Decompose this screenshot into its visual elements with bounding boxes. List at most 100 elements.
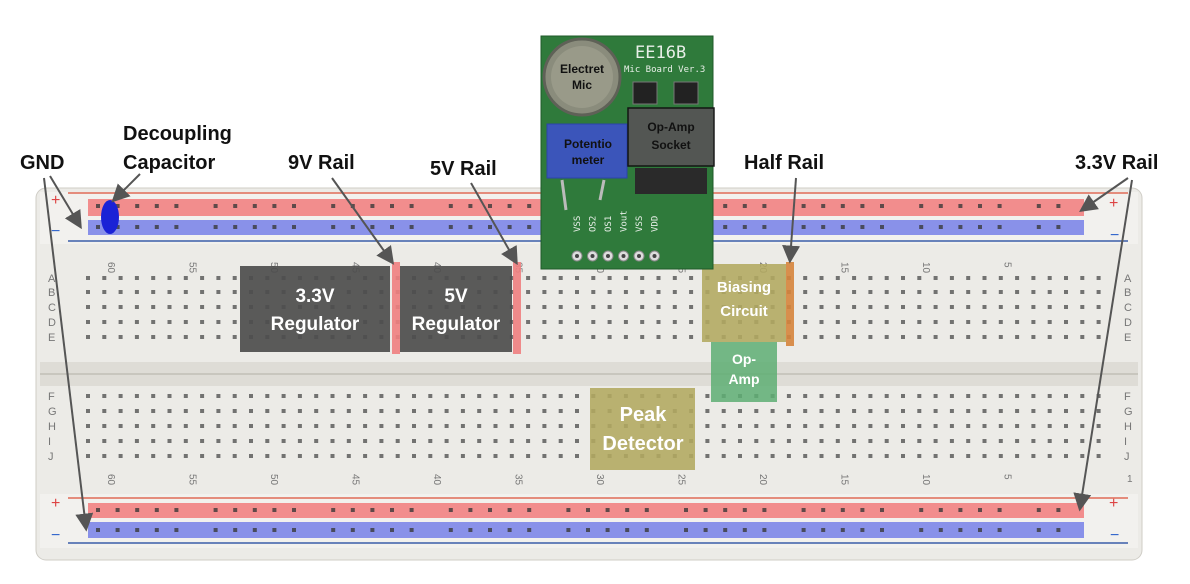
- hole: [934, 454, 938, 458]
- hole: [722, 439, 726, 443]
- row-letter: I: [1124, 436, 1127, 448]
- hole: [950, 454, 954, 458]
- column-number: 45: [350, 474, 361, 486]
- rail-hole: [370, 528, 374, 532]
- hole: [542, 439, 546, 443]
- mic-board: EE16B Mic Board Ver.3 Electret Mic Poten…: [541, 36, 714, 269]
- hole: [249, 424, 253, 428]
- hole: [200, 409, 204, 413]
- rail-hole: [1056, 225, 1060, 229]
- rail-hole: [214, 508, 218, 512]
- row-letter: J: [1124, 451, 1130, 463]
- hole: [477, 439, 481, 443]
- rail-hole: [96, 225, 100, 229]
- hole: [1064, 276, 1068, 280]
- hole: [168, 276, 172, 280]
- hole: [1015, 335, 1019, 339]
- hole: [249, 439, 253, 443]
- hole: [412, 409, 416, 413]
- column-number: 10: [920, 474, 931, 486]
- hole: [135, 394, 139, 398]
- hole: [412, 439, 416, 443]
- minus-marker-bottom-left: −: [51, 527, 60, 544]
- hole: [820, 409, 824, 413]
- plus-marker-bottom-right: +: [1109, 495, 1118, 512]
- hole: [722, 409, 726, 413]
- rail-hole: [939, 225, 943, 229]
- hole: [820, 305, 824, 309]
- hole: [249, 454, 253, 458]
- potentiometer-label-2: meter: [572, 153, 605, 167]
- hole: [999, 439, 1003, 443]
- hole: [885, 424, 889, 428]
- rail-hole: [939, 508, 943, 512]
- hole: [754, 439, 758, 443]
- rail-hole: [233, 204, 237, 208]
- hole: [966, 409, 970, 413]
- hole: [542, 320, 546, 324]
- rail-hole: [174, 225, 178, 229]
- hole: [591, 335, 595, 339]
- hole: [102, 335, 106, 339]
- hole: [1031, 409, 1035, 413]
- hole: [477, 424, 481, 428]
- hole: [102, 305, 106, 309]
- hole: [119, 454, 123, 458]
- hole: [885, 454, 889, 458]
- hole: [1031, 454, 1035, 458]
- rail-hole: [606, 528, 610, 532]
- op-amp-socket-label-1: Op-Amp: [647, 120, 694, 134]
- hole: [1015, 439, 1019, 443]
- hole: [282, 394, 286, 398]
- hole: [836, 290, 840, 294]
- hole: [950, 290, 954, 294]
- hole: [119, 394, 123, 398]
- hole: [950, 305, 954, 309]
- rail-hole: [1056, 508, 1060, 512]
- hole: [803, 276, 807, 280]
- hole: [86, 439, 90, 443]
- op-amp-socket: [628, 108, 714, 166]
- hole: [542, 335, 546, 339]
- hole: [184, 424, 188, 428]
- hole: [298, 409, 302, 413]
- rail-hole: [488, 508, 492, 512]
- hole: [950, 335, 954, 339]
- hole: [868, 454, 872, 458]
- hole: [363, 394, 367, 398]
- rail-hole: [174, 528, 178, 532]
- row-letter: F: [1124, 391, 1131, 403]
- rail-hole: [802, 528, 806, 532]
- hole: [363, 454, 367, 458]
- hole: [331, 394, 335, 398]
- hole: [135, 290, 139, 294]
- hole: [184, 320, 188, 324]
- region-5v-regulator-label-2: Regulator: [412, 314, 501, 335]
- hole: [102, 394, 106, 398]
- hole: [917, 290, 921, 294]
- pin-hole: [622, 254, 626, 258]
- hole: [868, 320, 872, 324]
- hole: [722, 424, 726, 428]
- hole: [1031, 320, 1035, 324]
- hole: [1015, 409, 1019, 413]
- hole: [200, 454, 204, 458]
- hole: [950, 439, 954, 443]
- hole: [1015, 276, 1019, 280]
- region-op-amp: Op- Amp: [711, 342, 777, 402]
- region-biasing-label-1: Biasing: [717, 279, 771, 296]
- hole: [559, 305, 563, 309]
- hole: [624, 320, 628, 324]
- hole: [738, 439, 742, 443]
- hole: [754, 454, 758, 458]
- hole: [461, 424, 465, 428]
- rail-hole: [723, 528, 727, 532]
- hole: [510, 409, 514, 413]
- hole: [1097, 424, 1101, 428]
- rail-hole: [802, 225, 806, 229]
- row-letter: F: [48, 391, 55, 403]
- hole: [673, 320, 677, 324]
- pin-hole: [591, 254, 595, 258]
- hole: [298, 439, 302, 443]
- hole: [1080, 424, 1084, 428]
